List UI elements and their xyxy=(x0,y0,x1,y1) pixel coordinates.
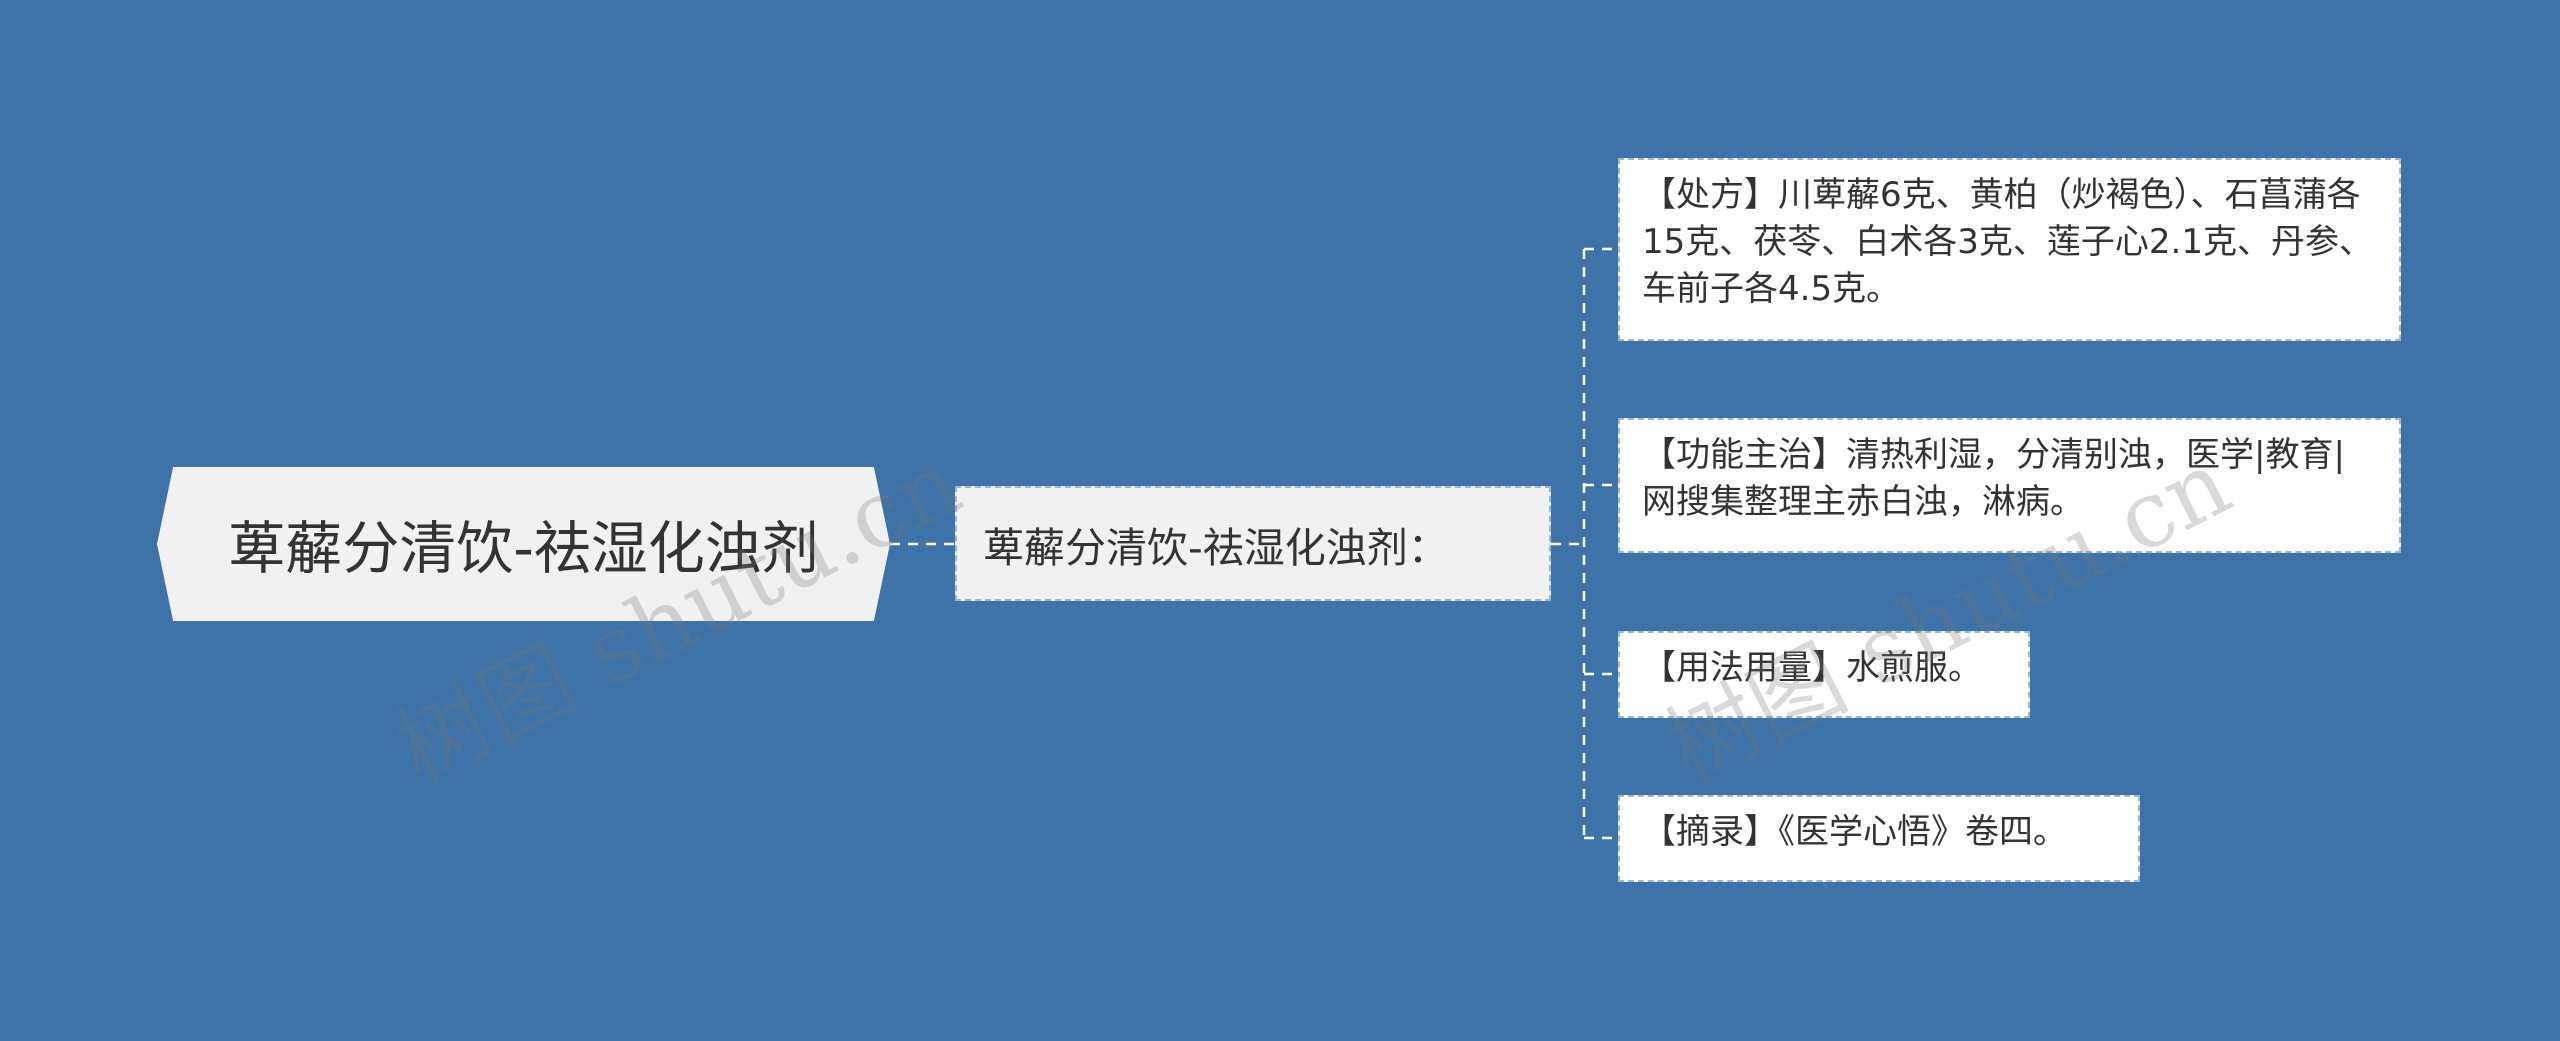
leaf-text: 【处方】川萆薢6克、黄柏（炒褐色）、石菖蒲各15克、茯苓、白术各3克、莲子心2.… xyxy=(1642,175,2373,309)
subtopic-node[interactable]: 萆薢分清饮-祛湿化浊剂： xyxy=(955,486,1551,601)
leaf-node-prescription[interactable]: 【处方】川萆薢6克、黄柏（炒褐色）、石菖蒲各15克、茯苓、白术各3克、莲子心2.… xyxy=(1618,158,2401,341)
leaf-node-usage[interactable]: 【用法用量】水煎服。 xyxy=(1618,631,2030,718)
subtopic-label: 萆薢分清饮-祛湿化浊剂： xyxy=(983,523,1449,572)
leaf-node-indications[interactable]: 【功能主治】清热利湿，分清别浊，医学|教育|网搜集整理主赤白浊，淋病。 xyxy=(1618,418,2401,553)
leaf-text: 【用法用量】水煎服。 xyxy=(1642,648,1982,688)
root-topic-label: 萆薢分清饮-祛湿化浊剂 xyxy=(228,516,819,582)
leaf-text: 【功能主治】清热利湿，分清别浊，医学|教育|网搜集整理主赤白浊，淋病。 xyxy=(1642,435,2345,522)
root-topic-node[interactable]: 萆薢分清饮-祛湿化浊剂 xyxy=(157,467,890,621)
leaf-node-source[interactable]: 【摘录】《医学心悟》卷四。 xyxy=(1618,795,2140,882)
leaf-text: 【摘录】《医学心悟》卷四。 xyxy=(1642,812,2067,852)
